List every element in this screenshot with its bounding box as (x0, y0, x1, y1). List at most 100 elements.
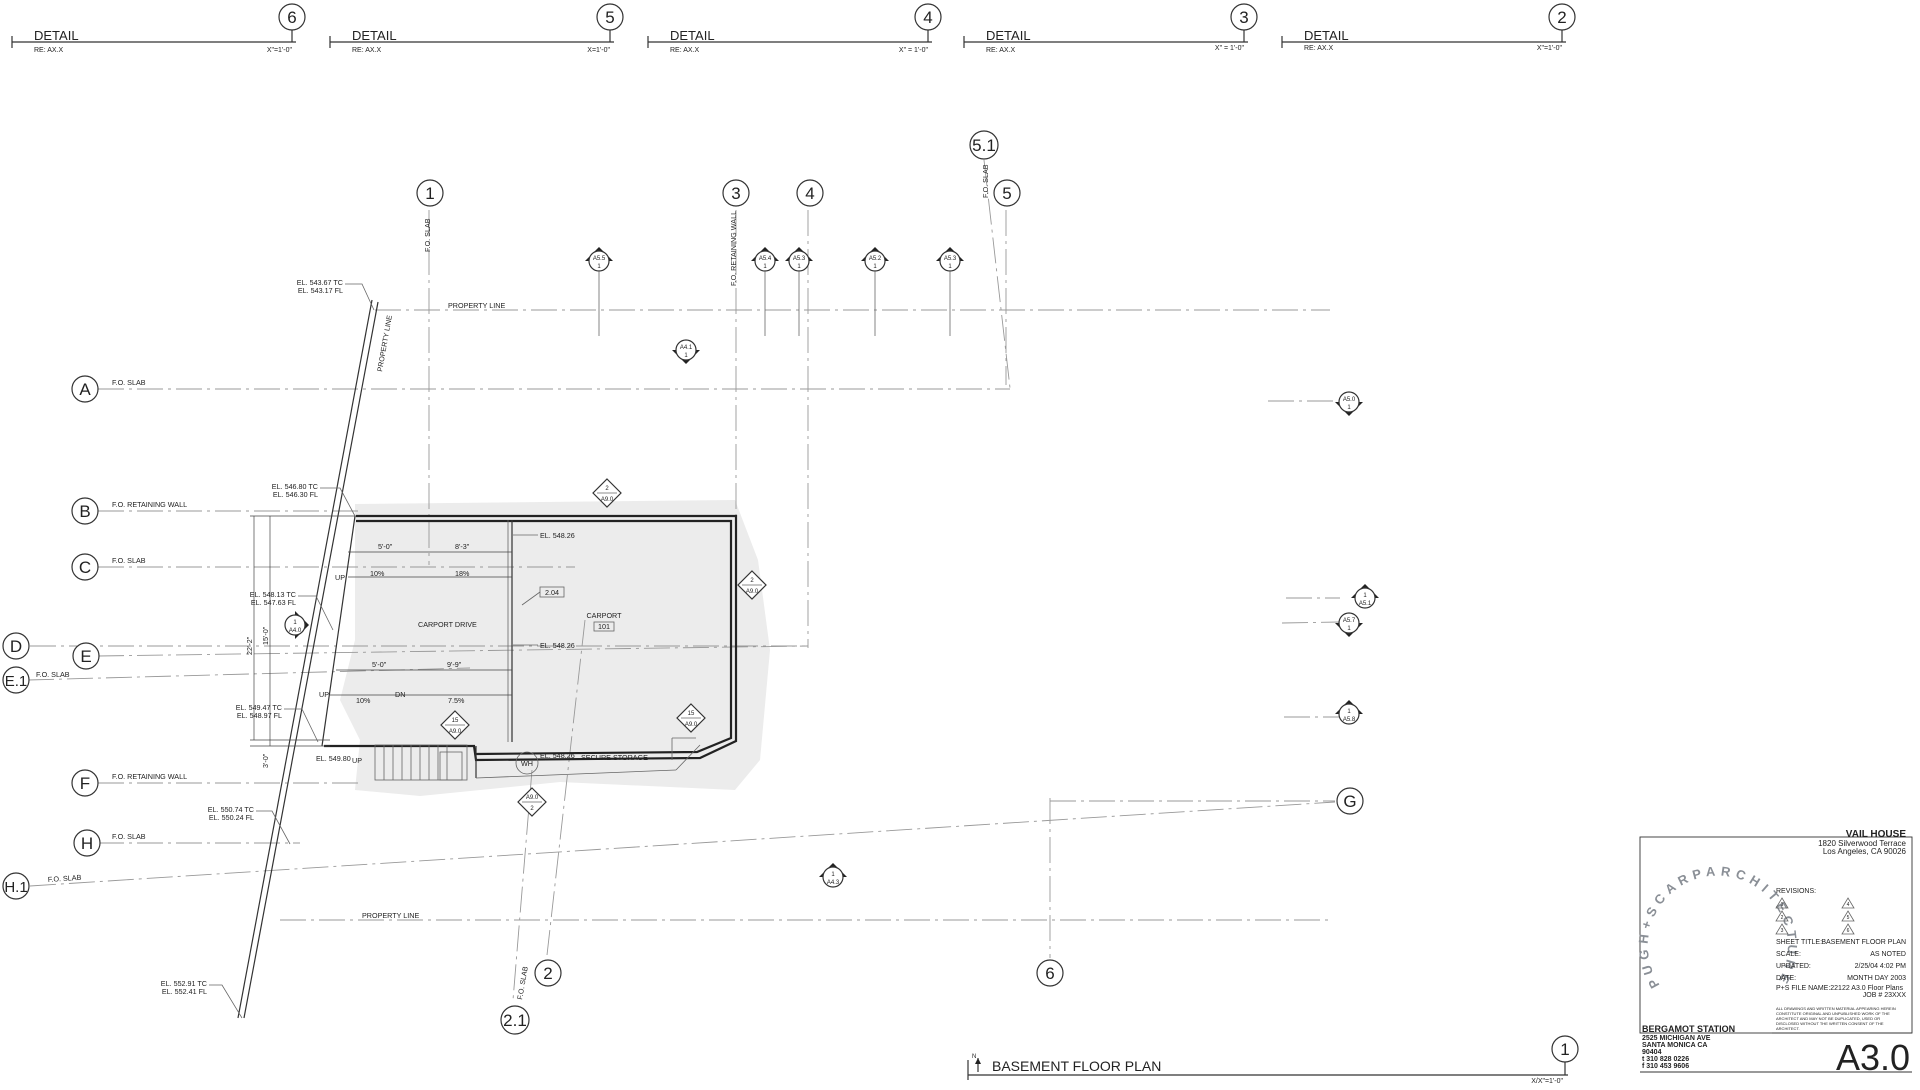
svg-text:EL. 549.80: EL. 549.80 (316, 754, 351, 763)
tb-value: 2/25/04 4:02 PM (1855, 963, 1907, 970)
detail-title: DETAIL (34, 28, 79, 43)
svg-text:1: 1 (1781, 902, 1784, 908)
grid-bubble-6[interactable]: 6 (1036, 959, 1064, 987)
slope-text: 7.5% (448, 696, 465, 705)
detail-tag[interactable]: 2 A9.0 (737, 570, 767, 600)
grid-bubble-H1[interactable]: H.1 F.O. SLAB (2, 872, 82, 900)
title-block: VAIL HOUSE 1820 Silverwood Terrace Los A… (1636, 829, 1913, 1078)
room-name-carport: CARPORT (586, 611, 622, 620)
svg-text:6: 6 (1847, 928, 1850, 934)
grid-note: F.O. SLAB (112, 556, 146, 565)
svg-text:EL. 552.91 TC: EL. 552.91 TC (161, 979, 207, 988)
section-mark[interactable]: A5.3 1 (785, 247, 813, 336)
section-mark[interactable]: A5.2 1 (861, 247, 889, 336)
section-mark[interactable]: 1 A5.8 (1335, 700, 1363, 725)
svg-text:1: 1 (684, 353, 688, 359)
grid-bubble-E1[interactable]: E.1 F.O. SLAB (2, 666, 70, 694)
section-mark[interactable]: 1 A4.0 (284, 611, 309, 639)
svg-text:A4.3: A4.3 (827, 880, 840, 886)
north-arrow-icon: N (972, 1054, 981, 1072)
section-mark[interactable]: A5.4 1 (751, 247, 779, 336)
grid-bubble-5[interactable]: 5 (993, 179, 1021, 207)
detail-number: 4 (923, 8, 932, 27)
svg-text:2.1: 2.1 (503, 1011, 527, 1030)
grid-note: F.O. SLAB (112, 378, 146, 387)
section-mark[interactable]: A4.1 1 (672, 339, 700, 364)
office-line: 2525 MICHIGAN AVE (1642, 1035, 1711, 1042)
grid-bubble-C[interactable]: C F.O. SLAB (71, 553, 146, 581)
stair[interactable] (374, 744, 468, 781)
svg-text:1: 1 (831, 872, 835, 878)
svg-text:A9.0: A9.0 (685, 722, 698, 728)
section-mark[interactable]: A5.7 1 (1335, 612, 1363, 637)
svg-text:4: 4 (1847, 902, 1850, 908)
grid-bubble-A[interactable]: A F.O. SLAB (71, 375, 146, 403)
grid-bubble-4[interactable]: 4 (796, 179, 824, 207)
dim-text: 5'-0" (378, 542, 393, 551)
grid-bubble-F[interactable]: F F.O. RETAINING WALL (71, 769, 187, 797)
detail-scale: X" = 1'-0" (1215, 45, 1245, 52)
office-line: t 310 828 0226 (1642, 1056, 1689, 1063)
section-marks: A5.5 1 A5.4 1 A5.3 1 A5.2 1 (284, 247, 1379, 888)
grid-note: F.O. SLAB (515, 966, 530, 1001)
project-address-2: Los Angeles, CA 90026 (1823, 847, 1907, 856)
grid-bubble-H[interactable]: H F.O. SLAB (73, 829, 146, 857)
svg-text:2: 2 (530, 806, 534, 812)
detail-number: 3 (1239, 8, 1248, 27)
svg-text:B: B (79, 502, 90, 521)
dim-text: 3'-0" (261, 753, 270, 768)
detail-tag[interactable]: 15 A9.0 (440, 710, 470, 740)
detail-tag[interactable]: 15 A9.0 (676, 703, 706, 733)
grid-bubble-B[interactable]: B F.O. RETAINING WALL (71, 497, 187, 525)
svg-text:EL. 546.80 TC: EL. 546.80 TC (272, 482, 318, 491)
grid-bubble-2[interactable]: 2 (534, 959, 562, 987)
detail-header-2[interactable]: 2 DETAIL RE: AX.X X"=1'-0" (1281, 3, 1576, 52)
disclaimer-line: DISCLOSED WITHOUT THE WRITTEN CONSENT OF… (1776, 1021, 1884, 1026)
grid-bubble-D[interactable]: D (2, 632, 30, 660)
grid-bubble-5-1[interactable]: 5.1 F.O. SLAB (969, 130, 999, 198)
detail-header-6[interactable]: 6 DETAIL RE: AX.X X"=1'-0" (11, 3, 306, 54)
dim-text: 9'-9" (447, 660, 462, 669)
detail-tag[interactable]: 2 A9.0 (592, 478, 622, 508)
office-line: SANTA MONICA CA (1642, 1042, 1707, 1049)
section-mark[interactable]: 1 A4.3 (819, 863, 847, 888)
disclaimer-line: ARCHITECT AND MAY NOT BE DUPLICATED, USE… (1776, 1016, 1880, 1021)
disclaimer-line: CONSTITUTE ORIGINAL AND UNPUBLISHED WORK… (1776, 1011, 1890, 1016)
svg-text:A5.3: A5.3 (793, 256, 806, 262)
svg-text:2: 2 (750, 578, 754, 584)
svg-text:PUGH+SCARPARCHITECTURE: PUGH+SCARPARCHITECTURE (1636, 863, 1801, 991)
svg-text:F: F (80, 774, 90, 793)
svg-text:3: 3 (1781, 928, 1784, 934)
detail-header-3[interactable]: 3 DETAIL RE: AX.X X" = 1'-0" (963, 3, 1258, 54)
detail-header-4[interactable]: 4 DETAIL RE: AX.X X" = 1'-0" (647, 3, 942, 54)
svg-text:A4.0: A4.0 (289, 628, 302, 634)
grid-bubble-G[interactable]: G (1336, 787, 1364, 815)
sheet-number: A3.0 (1836, 1037, 1910, 1078)
detail-title: DETAIL (1304, 28, 1349, 43)
section-mark[interactable]: A5.3 1 (936, 247, 964, 336)
detail-header-5[interactable]: 5 DETAIL RE: AX.X X=1'-0" (329, 3, 624, 54)
section-mark[interactable]: A5.5 1 (585, 247, 613, 336)
plan-title[interactable]: 1 BASEMENT FLOOR PLAN X/X"=1'-0" N (967, 1035, 1579, 1085)
svg-text:2: 2 (605, 486, 609, 492)
section-mark[interactable]: A5.0 1 (1335, 391, 1363, 416)
svg-text:A5.2: A5.2 (869, 256, 882, 262)
svg-text:A5.0: A5.0 (1343, 397, 1356, 403)
grid-bubble-1[interactable]: 1 F.O. SLAB (416, 179, 444, 252)
svg-text:EL. 543.67 TC: EL. 543.67 TC (297, 278, 343, 287)
grid-bubble-E[interactable]: E (72, 642, 100, 670)
revisions-label: REVISIONS: (1776, 888, 1816, 895)
grid-note: F.O. SLAB (112, 832, 146, 841)
elevation-callouts: EL. 543.67 TC EL. 543.17 FL EL. 546.80 T… (161, 278, 575, 1019)
svg-text:EL. 552.41 FL: EL. 552.41 FL (162, 987, 207, 996)
detail-tag[interactable]: A9.0 2 (517, 787, 547, 817)
section-mark[interactable]: 1 A5.1 (1351, 584, 1379, 609)
detail-ref: RE: AX.X (986, 47, 1016, 54)
grid-bubble-3[interactable]: 3 F.O. RETAINING WALL (722, 179, 750, 286)
detail-title: DETAIL (352, 28, 397, 43)
detail-tags: 2 A9.0 2 A9.0 15 A9.0 15 A9.0 A9.0 2 (440, 478, 767, 817)
tb-label: SHEET TITLE: (1776, 939, 1822, 946)
plan-number: 1 (1560, 1040, 1569, 1059)
